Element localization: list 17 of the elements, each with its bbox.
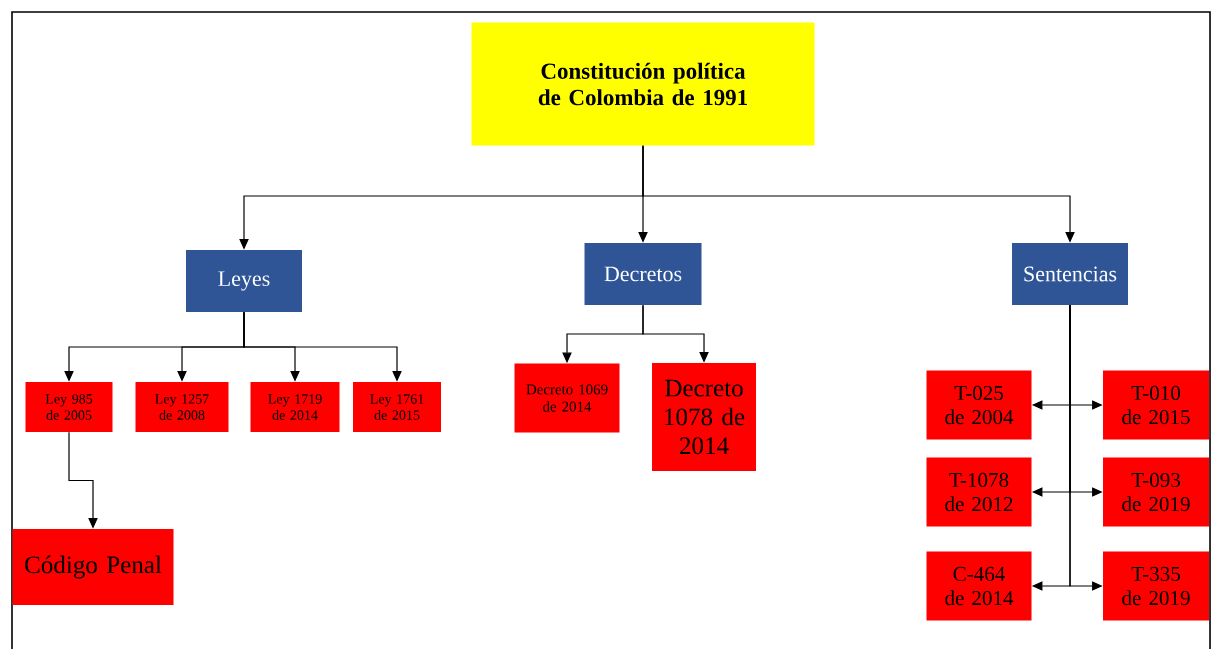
item-box: T-093 de 2019 bbox=[1103, 457, 1209, 527]
item-box: T-335 de 2019 bbox=[1103, 551, 1209, 621]
item-box: C-464 de 2014 bbox=[926, 551, 1032, 621]
item-box: Ley 1257 de 2008 bbox=[135, 382, 229, 432]
item-box: Ley 985 de 2005 bbox=[25, 382, 113, 432]
item-box: T-025 de 2004 bbox=[926, 370, 1032, 440]
title-box: Constitución política de Colombia de 1991 bbox=[471, 22, 815, 146]
item-box: Ley 1761 de 2015 bbox=[353, 382, 441, 432]
item-box: Decreto 1078 de 2014 bbox=[652, 363, 756, 471]
item-box: T-010 de 2015 bbox=[1103, 370, 1209, 440]
item-box: Decreto 1069 de 2014 bbox=[514, 363, 620, 433]
category-box: Decretos bbox=[584, 243, 702, 305]
item-box: T-1078 de 2012 bbox=[926, 457, 1032, 527]
category-box: Sentencias bbox=[1012, 243, 1128, 305]
item-box: Ley 1719 de 2014 bbox=[250, 382, 340, 432]
item-box: Código Penal bbox=[12, 529, 174, 605]
category-box: Leyes bbox=[186, 250, 302, 312]
